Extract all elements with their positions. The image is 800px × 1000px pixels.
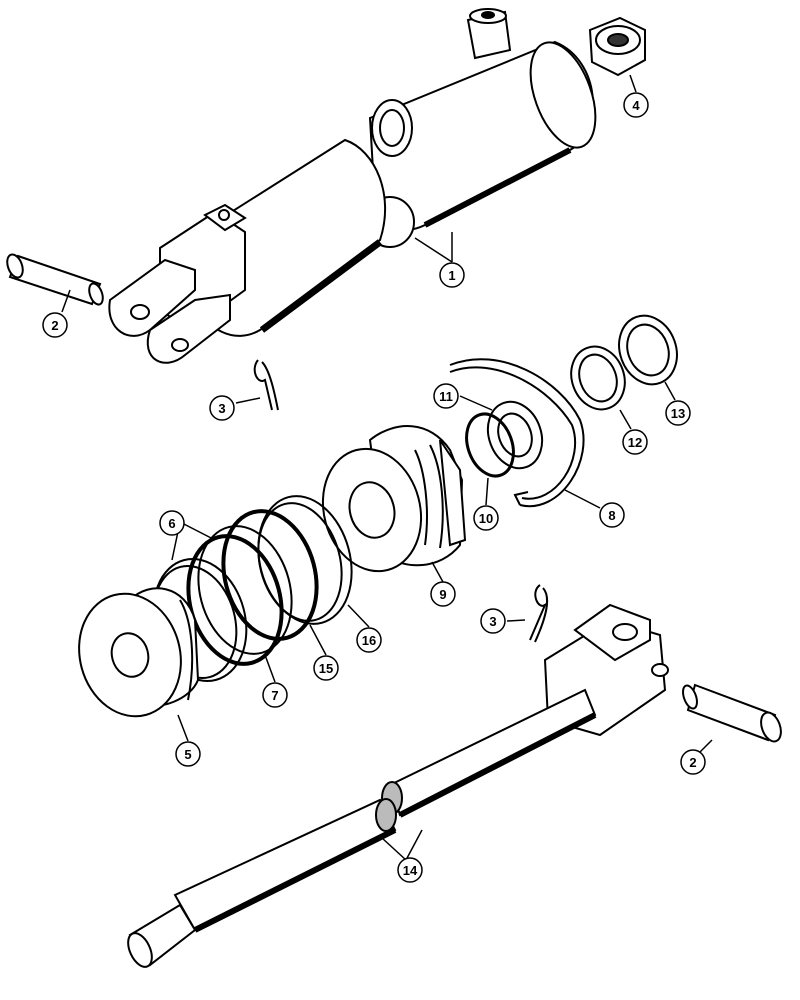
callout-16: 16 <box>356 627 382 653</box>
callout-2-top: 2 <box>42 312 68 338</box>
svg-text:13: 13 <box>671 406 685 421</box>
callout-1: 1 <box>439 262 465 288</box>
callout-9: 9 <box>430 581 456 607</box>
wiper-ring-13 <box>618 314 678 386</box>
retaining-ring <box>449 358 585 508</box>
svg-text:1: 1 <box>448 268 455 283</box>
callout-10: 10 <box>473 505 499 531</box>
callout-3-lower: 3 <box>480 608 506 634</box>
callout-11: 11 <box>433 383 459 409</box>
svg-text:16: 16 <box>362 633 376 648</box>
leader-lines <box>61 74 713 861</box>
callout-5: 5 <box>175 741 201 767</box>
svg-text:6: 6 <box>168 516 175 531</box>
svg-text:8: 8 <box>608 508 615 523</box>
callouts: 1 2 3 4 11 13 12 10 8 6 9 3 16 15 7 5 2 … <box>42 92 706 883</box>
callout-7: 7 <box>262 682 288 708</box>
callout-14: 14 <box>397 857 423 883</box>
svg-text:3: 3 <box>489 614 496 629</box>
svg-text:9: 9 <box>439 587 446 602</box>
o-ring-11 <box>486 400 544 470</box>
svg-text:7: 7 <box>271 688 278 703</box>
svg-text:2: 2 <box>51 318 58 333</box>
svg-text:10: 10 <box>479 511 493 526</box>
svg-text:3: 3 <box>218 401 225 416</box>
piston-rod <box>127 603 669 968</box>
gland <box>321 425 467 573</box>
svg-text:2: 2 <box>689 755 696 770</box>
svg-text:12: 12 <box>628 435 642 450</box>
cotter-pin-lower <box>529 584 549 643</box>
callout-4: 4 <box>623 92 649 118</box>
callout-12: 12 <box>622 429 648 455</box>
cylinder-barrel <box>108 8 597 364</box>
clevis-pin-top <box>6 253 104 306</box>
svg-text:5: 5 <box>184 747 191 762</box>
svg-text:14: 14 <box>403 863 418 878</box>
callout-15: 15 <box>313 655 339 681</box>
callout-3-top: 3 <box>209 395 235 421</box>
callout-6: 6 <box>159 510 185 536</box>
svg-text:4: 4 <box>632 98 640 113</box>
callout-8: 8 <box>599 502 625 528</box>
clevis-pin-lower <box>682 683 782 743</box>
callout-13: 13 <box>665 400 691 426</box>
o-ring-10 <box>465 412 515 478</box>
cotter-pin-top <box>253 359 279 411</box>
svg-text:15: 15 <box>319 661 333 676</box>
svg-text:11: 11 <box>439 389 453 404</box>
backup-ring-12 <box>570 345 626 411</box>
callout-2-lower: 2 <box>680 749 706 775</box>
pipe-plug <box>588 16 646 77</box>
piston <box>78 587 200 718</box>
